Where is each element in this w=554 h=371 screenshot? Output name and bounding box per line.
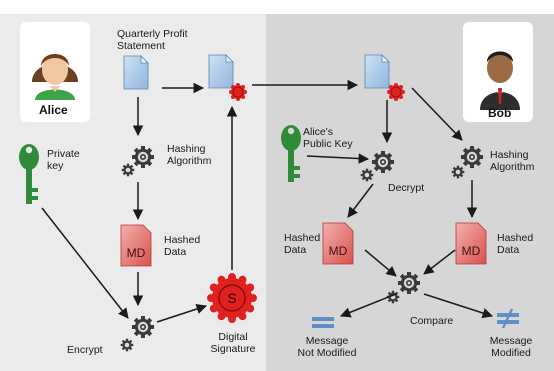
key-icon	[281, 125, 301, 182]
decrypt-label: Decrypt	[388, 182, 425, 194]
bob-name: Bob	[488, 106, 512, 120]
compare-label: Compare	[410, 315, 454, 327]
signature-seal-icon: S	[207, 273, 257, 323]
alice-name: Alice	[39, 103, 68, 117]
key-icon	[19, 144, 39, 204]
document-icon	[123, 55, 149, 90]
equals-icon	[312, 317, 334, 328]
document-icon	[208, 54, 234, 89]
svg-text:MD: MD	[127, 246, 146, 260]
not-equals-icon	[497, 308, 519, 329]
bob-avatar-icon	[463, 22, 533, 122]
hashed-data-icon: MD	[455, 222, 487, 265]
encrypt-label: Encrypt	[67, 344, 103, 356]
svg-text:MD: MD	[462, 244, 481, 258]
svg-text:S: S	[227, 290, 236, 306]
document-icon	[364, 54, 390, 89]
flow-arrows	[41, 79, 493, 323]
alice-avatar-icon	[20, 22, 90, 122]
svg-text:MD: MD	[329, 244, 348, 258]
hashed-data-icon: MD	[120, 224, 152, 267]
hashed-data-icon: MD	[322, 222, 354, 265]
signature-seal-icon	[386, 82, 406, 102]
signature-seal-icon	[228, 82, 248, 102]
